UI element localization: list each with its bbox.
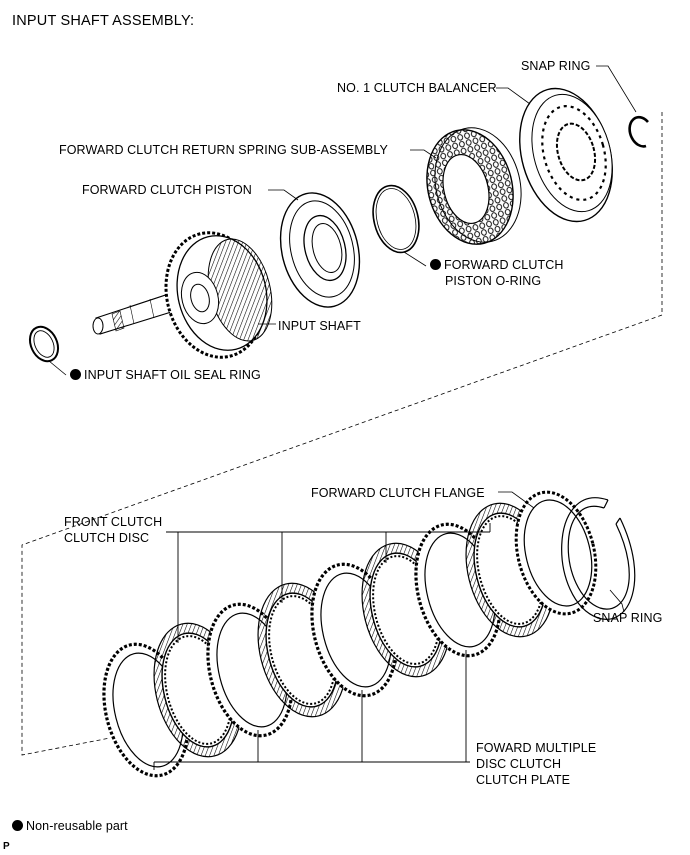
return-spring-sub-assembly — [426, 127, 522, 245]
label-input-shaft: INPUT SHAFT — [278, 319, 361, 333]
label-multi-disc-line2: DISC CLUTCH — [476, 757, 562, 771]
label-front-clutch-line2: CLUTCH DISC — [64, 531, 150, 545]
footer-code: P — [3, 841, 10, 852]
label-front-clutch-line1: FRONT CLUTCH — [64, 515, 163, 529]
label-return-spring: FORWARD CLUTCH RETURN SPRING SUB-ASSEMBL… — [59, 143, 388, 157]
label-multi-disc-line1: FOWARD MULTIPLE — [476, 741, 597, 755]
label-snap-ring-bottom: SNAP RING — [593, 611, 663, 625]
label-piston-o-ring: FORWARD CLUTCH — [430, 257, 563, 273]
legend-non-reusable: Non-reusable part — [12, 818, 128, 834]
label-clutch-balancer: NO. 1 CLUTCH BALANCER — [337, 81, 497, 95]
input-shaft — [92, 231, 273, 359]
front-clutch-disc-leaders — [166, 523, 491, 643]
assembly-guide-line — [21, 112, 663, 756]
forward-clutch-piston — [279, 192, 361, 308]
clutch-balancer — [519, 87, 613, 223]
legend-non-reusable-text: Non-reusable part — [26, 819, 128, 833]
label-oil-seal-ring: INPUT SHAFT OIL SEAL RING — [70, 367, 261, 383]
non-reusable-dot-icon — [12, 820, 23, 831]
snap-ring-top — [628, 115, 649, 148]
non-reusable-dot-icon — [430, 259, 441, 270]
non-reusable-dot-icon — [70, 369, 81, 380]
label-snap-ring-top: SNAP RING — [521, 59, 591, 73]
label-multi-disc-line3: CLUTCH PLATE — [476, 773, 571, 787]
piston-o-ring — [372, 184, 420, 254]
page-title: INPUT SHAFT ASSEMBLY: — [12, 13, 195, 29]
label-clutch-piston: FORWARD CLUTCH PISTON — [82, 183, 252, 197]
label-clutch-flange: FORWARD CLUTCH FLANGE — [311, 486, 485, 500]
clutch-plate-leaders — [153, 650, 470, 770]
oil-seal-ring — [28, 325, 60, 363]
label-piston-o-ring-line2: PISTON O-RING — [445, 274, 542, 288]
label-oil-seal-ring-text: INPUT SHAFT OIL SEAL RING — [84, 368, 261, 382]
snap-ring-bottom — [561, 497, 636, 620]
label-piston-o-ring-line1: FORWARD CLUTCH — [444, 258, 564, 272]
